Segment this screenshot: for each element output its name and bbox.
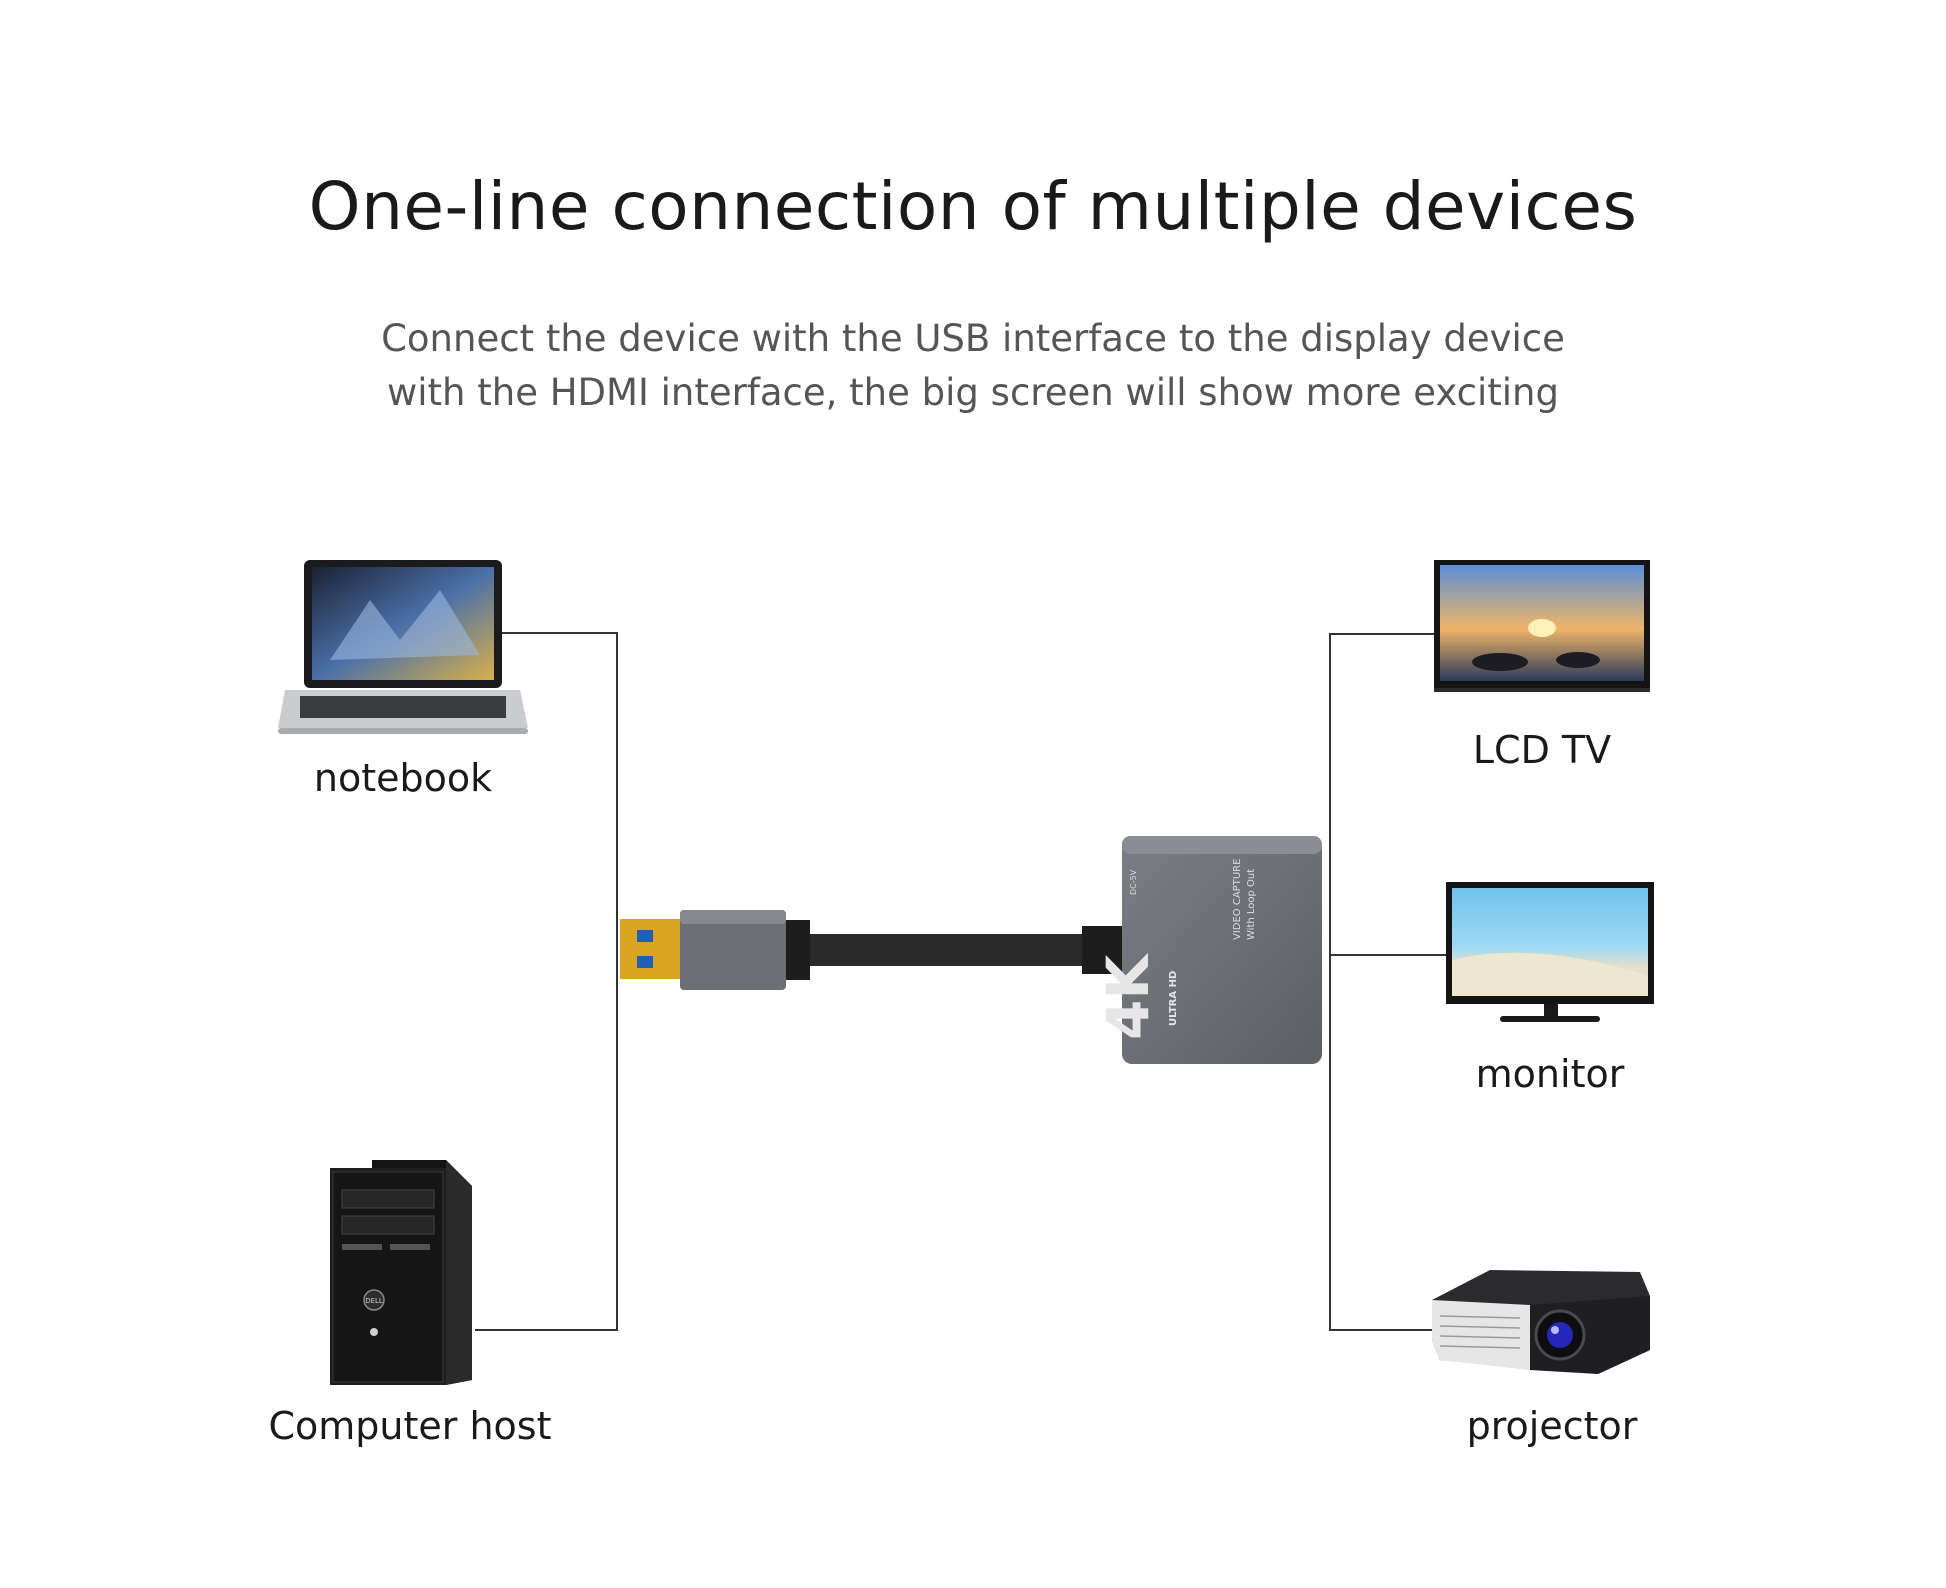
page-title: One-line connection of multiple devices <box>308 168 1638 245</box>
adapter-device: 4K ULTRA HD VIDEO CAPTURE With Loop Out … <box>1094 836 1322 1064</box>
usb-cable <box>620 910 1122 990</box>
computer-host-icon: DELL <box>330 1160 472 1385</box>
adapter-port-label: DC-5V <box>1129 869 1138 895</box>
line-notebook <box>475 632 618 1331</box>
line-displays <box>1329 633 1443 1331</box>
monitor-icon <box>1446 882 1654 1022</box>
projector-icon <box>1432 1270 1650 1374</box>
notebook-label: notebook <box>313 756 493 800</box>
adapter-4k-badge: 4K <box>1094 953 1162 1040</box>
adapter-caption-1: VIDEO CAPTURE <box>1232 859 1243 940</box>
connector-lines <box>475 632 1458 1331</box>
subtitle-line-1: Connect the device with the USB interfac… <box>381 317 1565 360</box>
subtitle-line-2: with the HDMI interface, the big screen … <box>386 371 1559 414</box>
lcd-tv-label: LCD TV <box>1472 728 1612 772</box>
computer-host-label: Computer host <box>268 1404 552 1448</box>
notebook-icon <box>278 560 528 734</box>
monitor-label: monitor <box>1475 1052 1625 1096</box>
adapter-badge-sub: ULTRA HD <box>1168 971 1179 1026</box>
pc-brand-logo: DELL <box>365 1297 383 1305</box>
page-subtitle: Connect the device with the USB interfac… <box>0 312 1946 420</box>
lcd-tv-icon <box>1434 560 1650 692</box>
projector-label: projector <box>1466 1404 1638 1448</box>
adapter-caption-2: With Loop Out <box>1246 869 1257 940</box>
